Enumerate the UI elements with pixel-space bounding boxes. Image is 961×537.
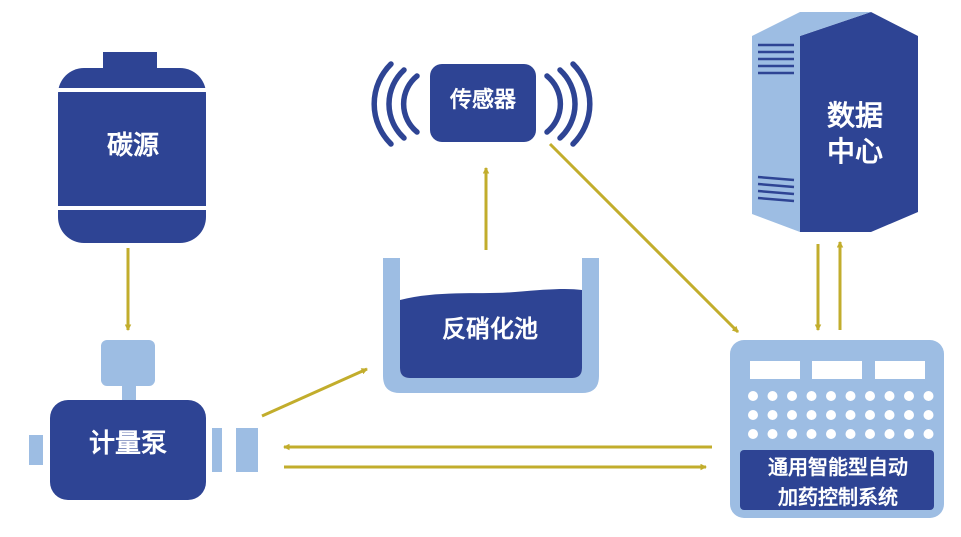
indicator-dot	[787, 429, 797, 439]
indicator-dot	[904, 429, 914, 439]
indicator-dot	[787, 410, 797, 420]
pump-icon	[29, 340, 258, 500]
indicator-dot	[904, 391, 914, 401]
indicator-dot	[923, 429, 934, 439]
dosing-system-label: 通用智能型自动 加药控制系统	[740, 452, 936, 512]
indicator-dot	[845, 391, 856, 401]
server-icon	[752, 12, 918, 232]
indicator-dot	[748, 429, 758, 439]
indicator-dot	[826, 429, 836, 439]
indicator-dot	[787, 391, 797, 401]
data-center-label-line1: 数据	[826, 99, 883, 132]
indicator-dot	[884, 391, 895, 401]
indicator-dot	[826, 410, 836, 420]
control-panel-icon	[730, 340, 944, 518]
indicator-dot	[806, 410, 817, 420]
basin-icon	[383, 258, 599, 393]
indicator-dot	[884, 429, 895, 439]
signal-waves-icon	[371, 61, 593, 147]
metering-pump-label: 计量泵	[88, 429, 167, 459]
arrow-sensor-to-system	[548, 142, 740, 334]
arrow-pump-to-tank	[261, 367, 368, 418]
indicator-dot	[884, 410, 895, 420]
indicator-dot	[845, 429, 856, 439]
dosing-system-label-line1: 通用智能型自动	[768, 455, 908, 479]
indicator-dot	[767, 429, 778, 439]
indicator-dot	[865, 410, 875, 420]
sensor-box	[430, 64, 536, 142]
carbon-source-label: 碳源	[106, 131, 159, 161]
indicator-dot	[865, 429, 875, 439]
denitrification-tank-label: 反硝化池	[442, 315, 538, 343]
indicator-dot	[806, 429, 817, 439]
indicator-dot	[806, 391, 817, 401]
data-center-label-line2: 中心	[826, 135, 883, 168]
indicator-dot	[767, 391, 778, 401]
indicator-dot	[923, 391, 934, 401]
indicator-dot	[826, 391, 836, 401]
tank-icon	[58, 52, 206, 243]
indicator-dot	[904, 410, 914, 420]
indicator-dot	[865, 391, 875, 401]
dosing-system-label-line2: 加药控制系统	[778, 485, 898, 509]
indicator-dot	[845, 410, 856, 420]
data-center-label: 数据 中心	[800, 98, 910, 170]
indicator-dot	[748, 410, 758, 420]
indicator-dot	[767, 410, 778, 420]
indicator-dot	[748, 391, 758, 401]
indicator-dot	[923, 410, 934, 420]
sensor-label: 传感器	[449, 88, 516, 113]
